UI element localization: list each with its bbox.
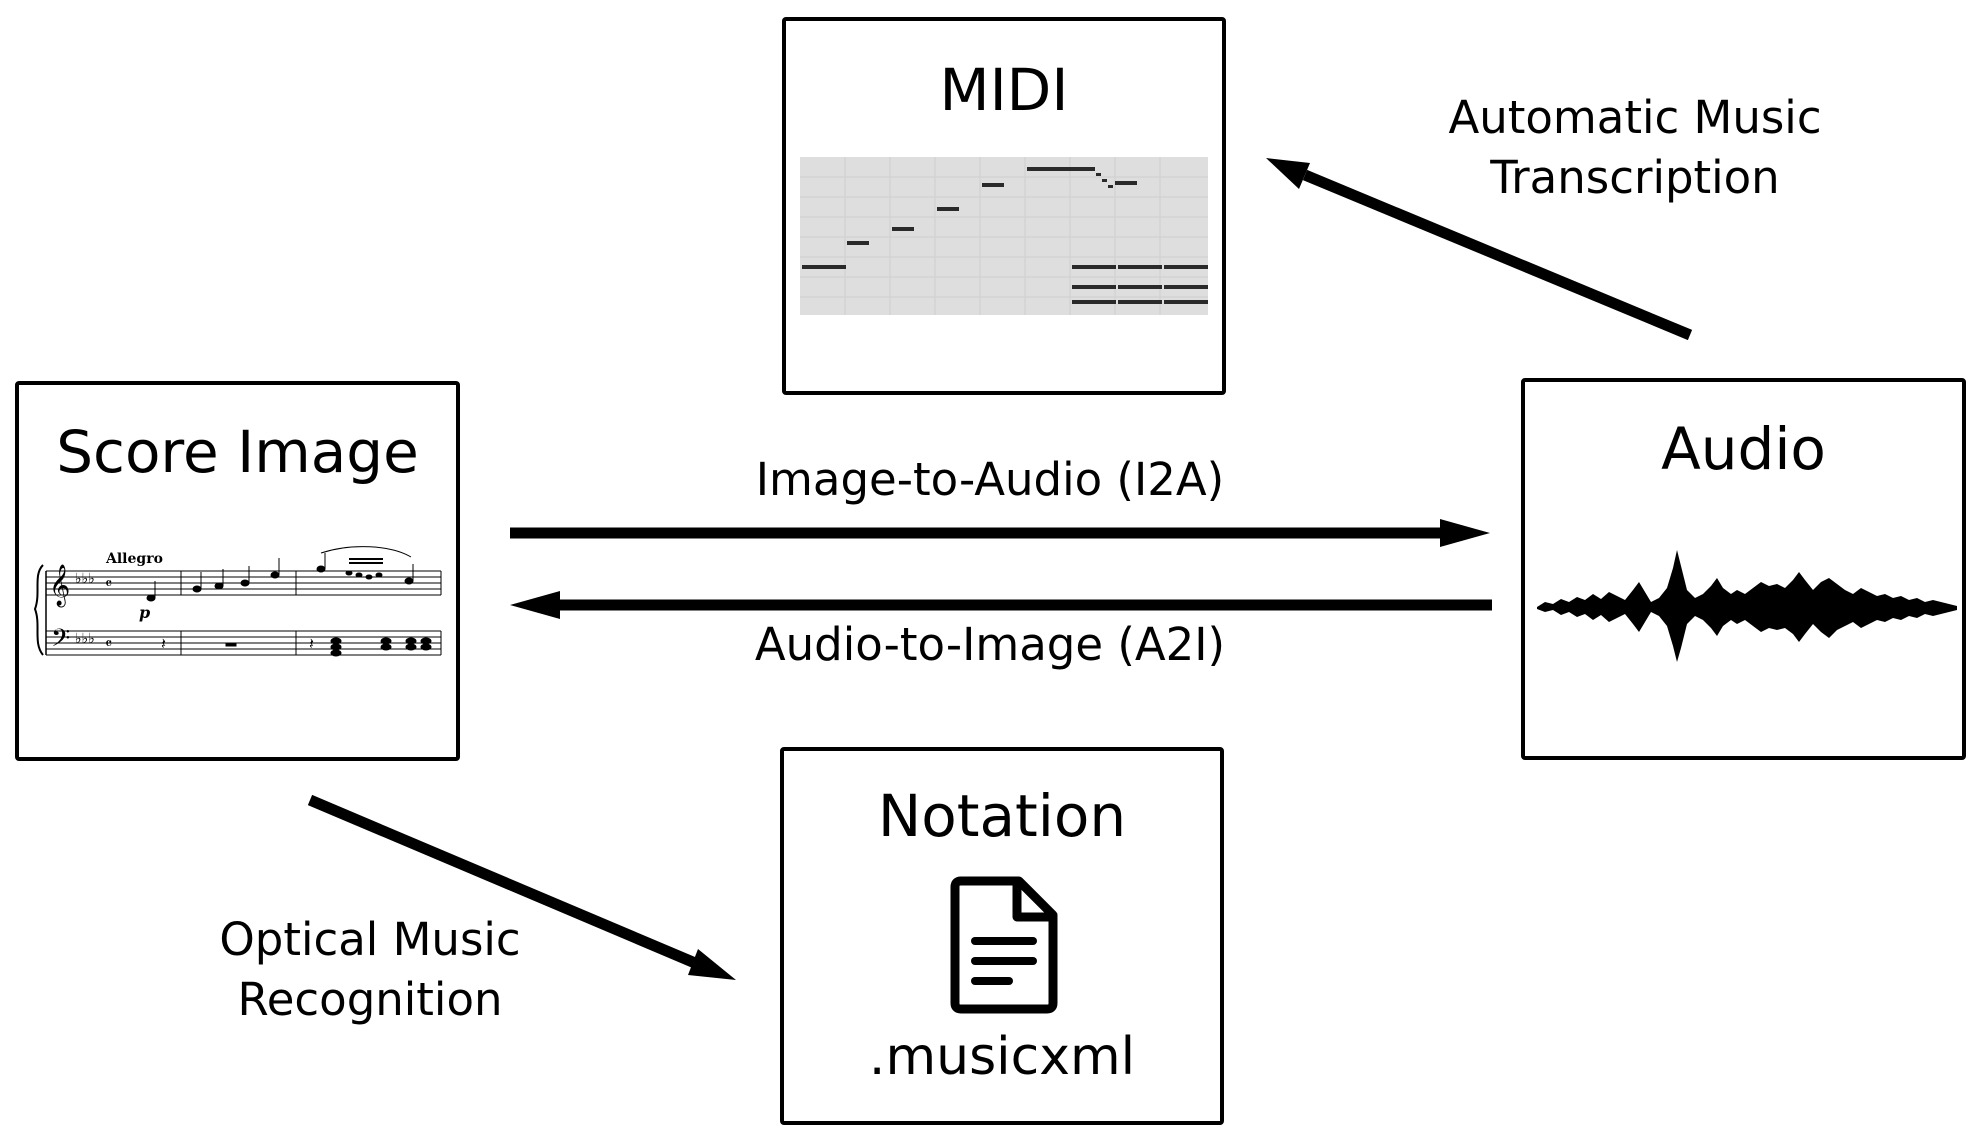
midi-note [1072, 300, 1116, 304]
audio-waveform [1537, 550, 1957, 662]
midi-title: MIDI [939, 56, 1069, 124]
svg-text:𝄴: 𝄴 [105, 574, 112, 593]
amt-label-line1: Automatic Music [1448, 91, 1822, 144]
svg-text:𝄽: 𝄽 [309, 634, 314, 653]
midi-note [982, 183, 1004, 187]
omr-label: Optical Music Recognition [160, 910, 580, 1030]
notation-title: Notation [877, 782, 1127, 850]
i2a-arrow [510, 519, 1490, 547]
notation-extension: .musicxml [868, 1027, 1136, 1087]
audio-title: Audio [1661, 415, 1826, 483]
tempo-mark: Allegro [105, 551, 163, 567]
midi-note [1072, 265, 1116, 269]
svg-text:♭♭♭: ♭♭♭ [75, 571, 95, 587]
midi-note [892, 227, 914, 231]
midi-note [1108, 185, 1113, 188]
svg-text:𝄽: 𝄽 [161, 634, 166, 653]
sheet-music-excerpt: 𝄞 𝄢 ♭♭♭ ♭♭♭ 𝄴 𝄴 Allegro p 𝄽 𝄽 [33, 546, 442, 659]
audio-box: Audio [1521, 378, 1966, 760]
midi-note [937, 207, 959, 211]
treble-clef: 𝄞 [49, 564, 70, 607]
midi-note [1027, 167, 1095, 171]
piano-roll [800, 157, 1208, 315]
midi-note [1164, 300, 1208, 304]
a2i-label: Audio-to-Image (A2I) [754, 618, 1226, 671]
dynamic-mark: p [139, 603, 150, 622]
midi-note [1164, 265, 1208, 269]
omr-arrow [307, 794, 736, 980]
amt-label-line2: Transcription [1490, 151, 1780, 204]
midi-note [1096, 173, 1101, 176]
a2i-arrow [510, 591, 1492, 619]
midi-note [802, 265, 846, 269]
midi-note [1118, 265, 1162, 269]
document-icon [950, 876, 1058, 1014]
midi-note [1072, 285, 1116, 289]
score-image-title: Score Image [56, 418, 419, 486]
midi-note [1164, 285, 1208, 289]
midi-note [1118, 300, 1162, 304]
omr-label-line2: Recognition [237, 973, 503, 1026]
i2a-label: Image-to-Audio (I2A) [755, 453, 1225, 506]
score-image-box: Score Image 𝄞 𝄢 ♭♭♭ ♭♭♭ 𝄴 𝄴 Allegro p [15, 381, 460, 761]
midi-note [1102, 179, 1107, 182]
midi-note [847, 241, 869, 245]
bass-clef: 𝄢 [51, 624, 70, 659]
notation-box: Notation .musicxml [780, 747, 1224, 1125]
midi-note [1118, 285, 1162, 289]
svg-text:𝄴: 𝄴 [105, 634, 112, 653]
omr-label-line1: Optical Music [219, 913, 521, 966]
svg-text:♭♭♭: ♭♭♭ [75, 631, 95, 647]
midi-box: MIDI [782, 17, 1226, 395]
midi-note [1115, 181, 1137, 185]
amt-arrow [1266, 158, 1693, 341]
amt-label: Automatic Music Transcription [1390, 88, 1880, 208]
